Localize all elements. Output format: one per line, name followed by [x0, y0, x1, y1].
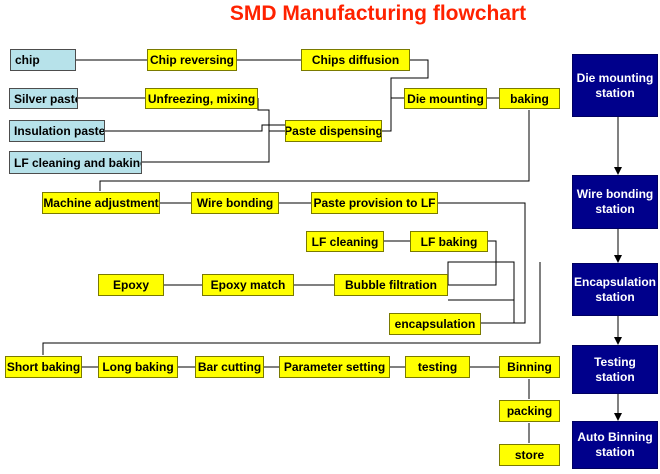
bubble-filtration-box: Bubble filtration [334, 274, 448, 296]
baking-box: baking [499, 88, 560, 109]
machine-adjustment-box: Machine adjustment [42, 192, 160, 214]
insulation-paste-box: Insulation paste [9, 120, 105, 142]
store-box: store [499, 444, 560, 466]
parameter-setting-box: Parameter setting [279, 356, 390, 378]
chips-diffusion-box: Chips diffusion [301, 49, 410, 71]
lf-baking-box: LF baking [410, 231, 488, 252]
encapsulation-station-box: Encapsulation station [572, 263, 658, 316]
die-mounting-station-box: Die mounting station [572, 54, 658, 117]
auto-binning-station-box: Auto Binning station [572, 421, 658, 469]
page-title: SMD Manufacturing flowchart [229, 2, 527, 25]
bar-cutting-box: Bar cutting [195, 356, 264, 378]
testing-station-box: Testing station [572, 345, 658, 394]
silver-paste-box: Silver paste [9, 88, 78, 109]
binning-box: Binning [499, 356, 560, 378]
encapsulation-box: encapsulation [389, 313, 481, 335]
wire-bonding-station-box: Wire bonding station [572, 175, 658, 229]
long-baking-box: Long baking [98, 356, 178, 378]
lf-cleaning-box: LF cleaning [306, 231, 384, 252]
paste-dispensing-box: Paste dispensing [285, 120, 382, 142]
short-baking-box: Short baking [5, 356, 82, 378]
lf-cleaning-baking-box: LF cleaning and baking [9, 151, 142, 174]
wire-bonding-box: Wire bonding [191, 192, 279, 214]
packing-box: packing [499, 400, 560, 422]
epoxy-match-box: Epoxy match [202, 274, 294, 296]
chip-reversing-box: Chip reversing [147, 49, 237, 71]
testing-box: testing [405, 356, 470, 378]
die-mounting-box: Die mounting [404, 88, 487, 109]
paste-provision-box: Paste provision to LF [311, 192, 438, 214]
unfreezing-mixing-box: Unfreezing, mixing [145, 88, 258, 109]
chip-box: chip [10, 49, 76, 71]
epoxy-box: Epoxy [98, 274, 164, 296]
